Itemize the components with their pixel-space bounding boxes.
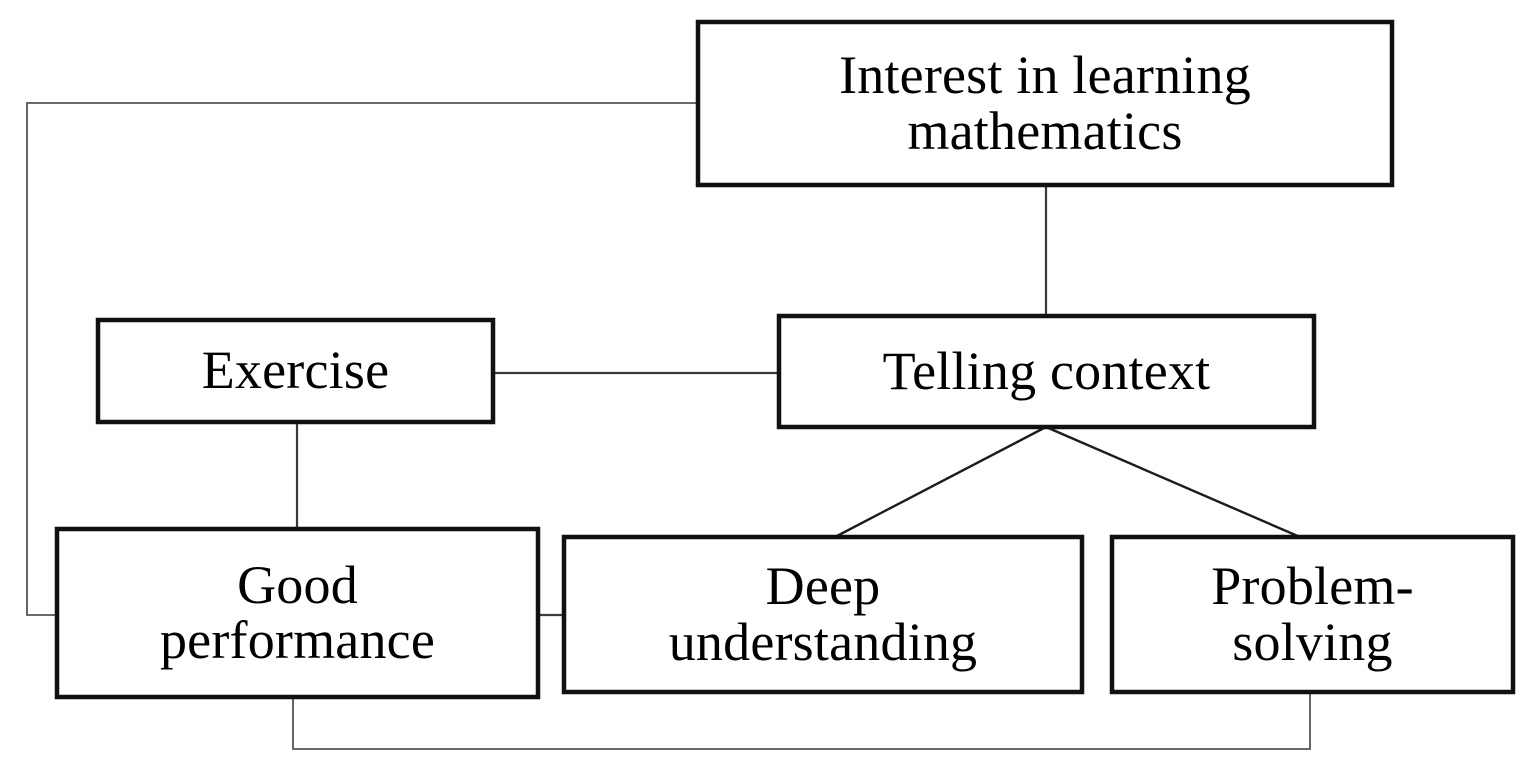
- edge-telling-context-to-deep-understanding: [834, 425, 1047, 539]
- edge-good-performance-to-problem-solving: [292, 691, 1311, 750]
- edge-telling-context-to-problem-solving: [1045, 425, 1301, 539]
- node-box-deep-understanding[interactable]: [561, 534, 1085, 695]
- node-box-good-performance[interactable]: [54, 526, 541, 700]
- edge-interest-to-good-performance: [26, 102, 699, 616]
- node-box-layer: [54, 19, 1516, 700]
- node-box-problem-solving[interactable]: [1109, 534, 1516, 695]
- node-box-interest[interactable]: [695, 19, 1395, 188]
- node-box-exercise[interactable]: [95, 317, 496, 425]
- connector-layer: [26, 102, 1311, 750]
- node-box-telling-context[interactable]: [776, 313, 1317, 430]
